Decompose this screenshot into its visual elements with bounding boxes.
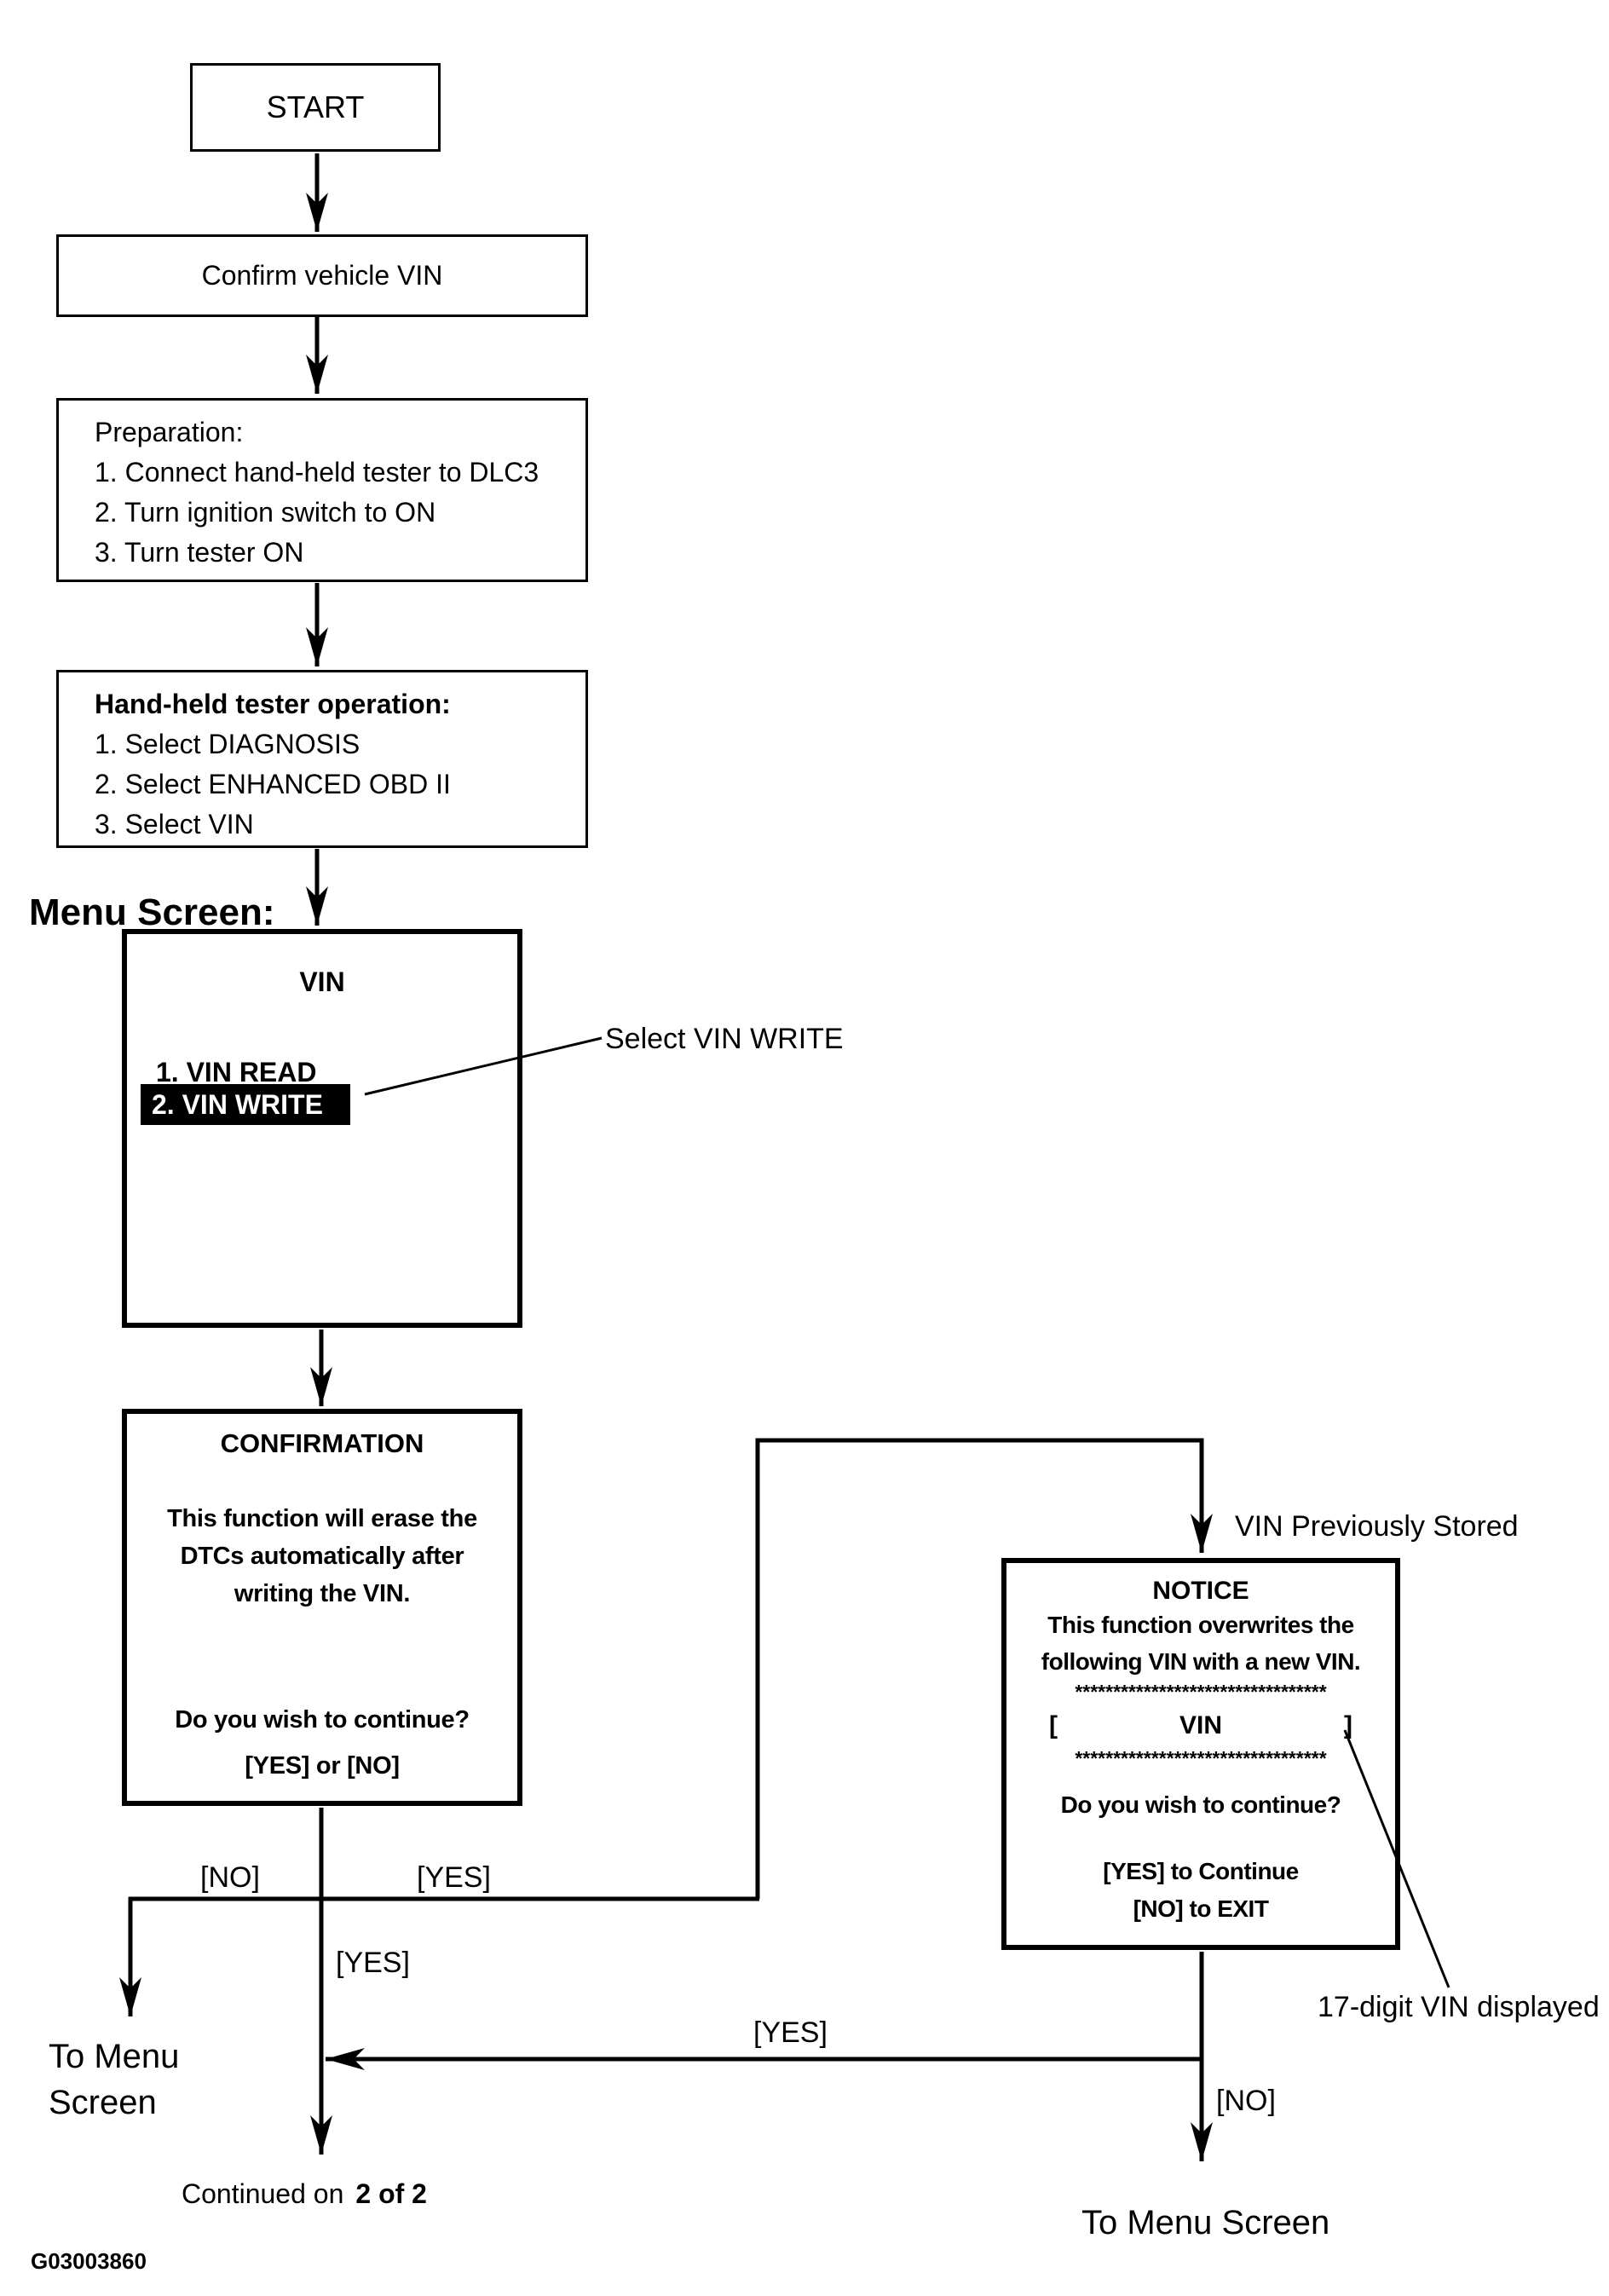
confirmation-box: CONFIRMATION This function will erase th… [122, 1409, 522, 1806]
seventeen-digit-vin-note: 17-digit VIN displayed [1318, 1991, 1600, 2023]
tester-operation-step: 2. Select ENHANCED OBD II [95, 769, 451, 799]
confirm-vin-box: Confirm vehicle VIN [56, 234, 588, 317]
tester-operation-step: 1. Select DIAGNOSIS [95, 729, 360, 759]
notice-vin-label: VIN [1179, 1711, 1222, 1739]
notice-box: NOTICE This function overwrites the foll… [1001, 1558, 1400, 1950]
continued-on-prefix: Continued on [182, 2178, 344, 2209]
vin-menu-item-read: 1. VIN READ [156, 1057, 317, 1087]
start-box: START [190, 63, 441, 152]
confirmation-line: DTCs automatically after [180, 1543, 464, 1570]
vin-menu-title: VIN [299, 966, 345, 997]
notice-yes-line: [YES] to Continue [1103, 1858, 1299, 1884]
preparation-step: 2. Turn ignition switch to ON [95, 497, 436, 528]
preparation-box: Preparation: 1. Connect hand-held tester… [56, 398, 588, 582]
tester-operation-title: Hand-held tester operation: [95, 689, 451, 719]
notice-question: Do you wish to continue? [1060, 1791, 1341, 1818]
branch-label-yes-center: [YES] [336, 1947, 410, 1979]
confirmation-line: This function will erase the [167, 1505, 477, 1532]
notice-title: NOTICE [1152, 1577, 1249, 1605]
notice-stars-row: ********************************* [1075, 1681, 1327, 1703]
branch-label-yes-merge: [YES] [753, 2016, 828, 2049]
vin-menu-item-write-highlighted: 2. VIN WRITE [141, 1084, 350, 1125]
continued-on-page: 2 of 2 [355, 2178, 427, 2209]
continued-on-note: Continued on 2 of 2 [182, 2178, 427, 2210]
tester-operation-box: Hand-held tester operation: 1. Select DI… [56, 670, 588, 848]
arrow-yes-to-notice [755, 1438, 1213, 1899]
vin-menu-box: VIN 1. VIN READ 2. VIN WRITE [122, 929, 522, 1328]
confirmation-title: CONFIRMATION [220, 1428, 424, 1458]
to-menu-screen-left: To Menu Screen [49, 2034, 179, 2126]
start-label: START [266, 89, 365, 124]
to-menu-screen-right: To Menu Screen [1081, 2204, 1330, 2241]
vin-previously-stored-note: VIN Previously Stored [1235, 1510, 1519, 1543]
notice-bracket-close: ] [1343, 1711, 1352, 1739]
confirmation-line: writing the VIN. [234, 1580, 411, 1607]
to-menu-screen-left-line1: To Menu [49, 2038, 180, 2075]
preparation-step: 1. Connect hand-held tester to DLC3 [95, 457, 539, 487]
notice-no-line: [NO] to EXIT [1133, 1895, 1269, 1922]
notice-stars-row: ********************************* [1075, 1747, 1327, 1769]
confirmation-question: Do you wish to continue? [175, 1706, 470, 1734]
branch-label-no-left: [NO] [200, 1861, 260, 1894]
notice-line: following VIN with a new VIN. [1041, 1648, 1361, 1675]
tester-operation-step: 3. Select VIN [95, 809, 254, 839]
notice-line: This function overwrites the [1047, 1612, 1354, 1638]
branch-label-yes-right: [YES] [417, 1861, 491, 1894]
to-menu-screen-left-line2: Screen [49, 2084, 157, 2121]
branch-label-no-bottom: [NO] [1216, 2085, 1276, 2117]
figure-id: G03003860 [31, 2248, 147, 2274]
notice-bracket-open: [ [1049, 1711, 1058, 1739]
preparation-step: 3. Turn tester ON [95, 537, 304, 568]
leader-select-vin-write [364, 1036, 603, 1096]
preparation-title: Preparation: [95, 417, 244, 447]
leader-17-digit-vin [1343, 1729, 1450, 1988]
notice-vin-row: [ VIN ] [1006, 1711, 1395, 1740]
confirm-vin-label: Confirm vehicle VIN [201, 260, 443, 291]
menu-screen-label: Menu Screen: [29, 891, 275, 933]
confirmation-options: [YES] or [NO] [245, 1752, 400, 1780]
select-vin-write-note: Select VIN WRITE [605, 1023, 844, 1055]
